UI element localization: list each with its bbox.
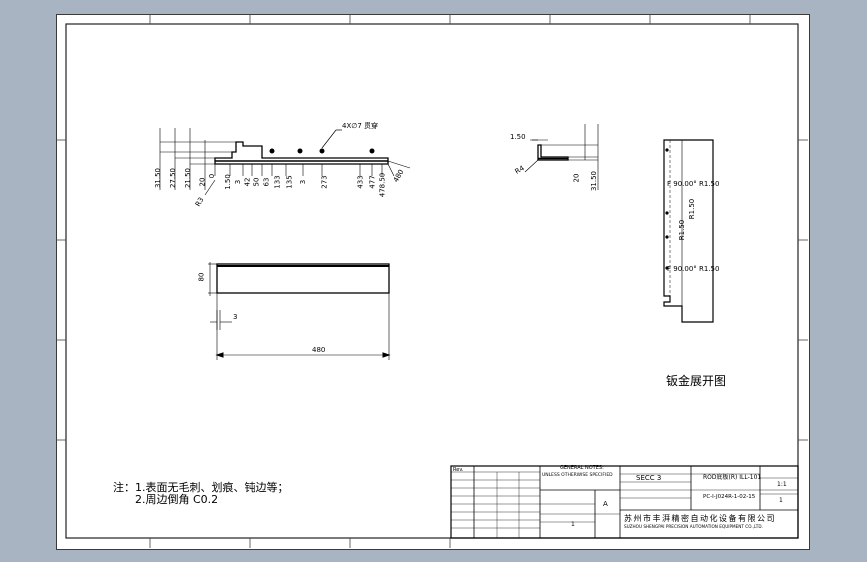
dim-h-1-50: 1.50 [223,174,232,190]
hole-note: 4X∅7 贯穿 [342,122,379,130]
tb-qty: 1 [571,521,575,528]
bottom-view [208,262,391,360]
dim-21-50: 21.50 [184,167,193,189]
drawing-sheet [56,14,810,550]
front-view [159,128,411,196]
flat-pattern-view [663,139,714,323]
tb-part-name: ROD底板(R) ILL-101 [703,474,762,481]
tb-scale: 1:1 [777,481,787,488]
dim-31-50: 31.50 [154,167,163,189]
tb-page: 1 [779,497,783,504]
bottom-dim-3: 3 [233,313,238,321]
bend-label-2: R1.50 [688,198,697,220]
dim-27-50: 27.50 [169,167,178,189]
tb-company-en: SUZHOU SHENGPAI PRECISION AUTOMATION EQU… [624,524,763,529]
note-line-2: 2.周边倒角 C0.2 [135,493,219,506]
flat-pattern-title: 钣金展开图 [666,374,727,388]
side-view [524,124,599,190]
tb-general-notes: GENERAL NOTES: [560,465,604,471]
flat-dim-r1-50: R1.50 [678,219,687,241]
title-block [450,465,799,539]
zone-ticks [56,14,808,548]
tb-part-no: PC-I-J024R-1-02-15 [703,494,756,500]
bottom-dim-480: 480 [312,346,326,354]
bottom-dim-80: 80 [197,272,206,282]
bend-label-3: F 90.00° R1.50 [667,265,720,273]
dim-h-3: 3 [234,179,243,185]
dim-20: 20 [198,177,207,187]
dim-h-433: 433 [356,175,365,189]
tb-general-notes-text: UNLESS OTHERWISE SPECIFIED [542,473,613,478]
dim-h-42: 42 [243,177,252,187]
tb-revision-head: Rev. [453,467,464,473]
note-line-1: 注：1.表面无毛刺、划痕、钝边等； [113,481,289,494]
bend-label-1: F 90.00° R1.50 [667,180,720,188]
dim-h-135: 135 [285,175,294,189]
dim-h-63: 63 [262,177,271,187]
dim-h-50: 50 [252,177,261,187]
dim-h-3b: 3 [299,179,308,185]
dim-0: 0 [208,173,217,179]
tb-company-cn: 苏州市丰湃精密自动化设备有限公司 [624,514,776,523]
dim-h-133: 133 [273,175,282,189]
dim-h-478-50: 478.50 [378,172,387,198]
tb-material: SECC 3 [636,474,662,482]
side-dim-1-50: 1.50 [510,133,526,141]
inner-border [65,23,799,539]
tb-sheet: A [603,500,608,508]
side-dim-31-50: 31.50 [590,170,599,192]
dim-h-273: 273 [320,175,329,189]
dim-h-477: 477 [368,175,377,189]
side-dim-20: 20 [572,173,581,183]
